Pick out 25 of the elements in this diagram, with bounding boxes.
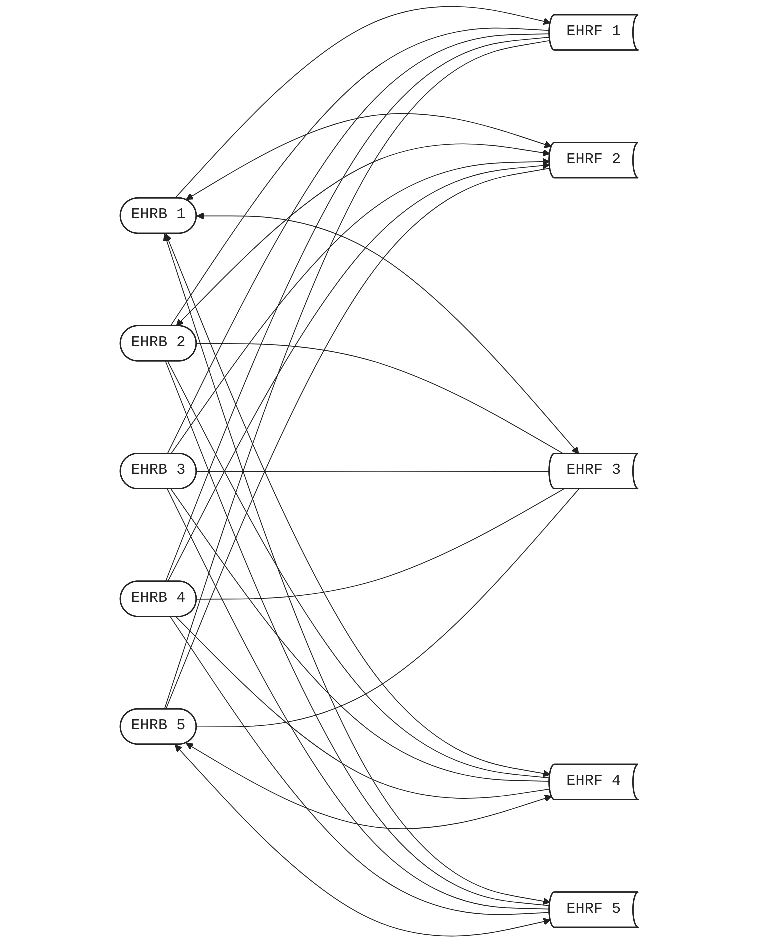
connector: [196, 343, 564, 454]
connector: [170, 616, 550, 916]
connector: [170, 488, 550, 782]
connector: [165, 361, 550, 906]
connector: [164, 40, 551, 710]
connector: [196, 488, 580, 728]
connector: [166, 168, 551, 710]
arrow: [163, 234, 551, 906]
connector: [167, 488, 550, 910]
arrow: [174, 744, 551, 937]
arrow: [174, 6, 551, 199]
connector: [165, 37, 550, 582]
arrow: [196, 212, 580, 454]
connector: [196, 470, 550, 472]
arrow: [165, 234, 551, 778]
connector: [167, 34, 550, 454]
arrow: [186, 743, 552, 830]
arrow: [186, 113, 552, 200]
connector: [196, 488, 564, 600]
arrow: [168, 162, 550, 582]
arrow: [176, 144, 550, 326]
connector: [170, 28, 550, 327]
connector: [168, 361, 550, 779]
connector: [176, 616, 551, 799]
arrow: [170, 158, 550, 454]
